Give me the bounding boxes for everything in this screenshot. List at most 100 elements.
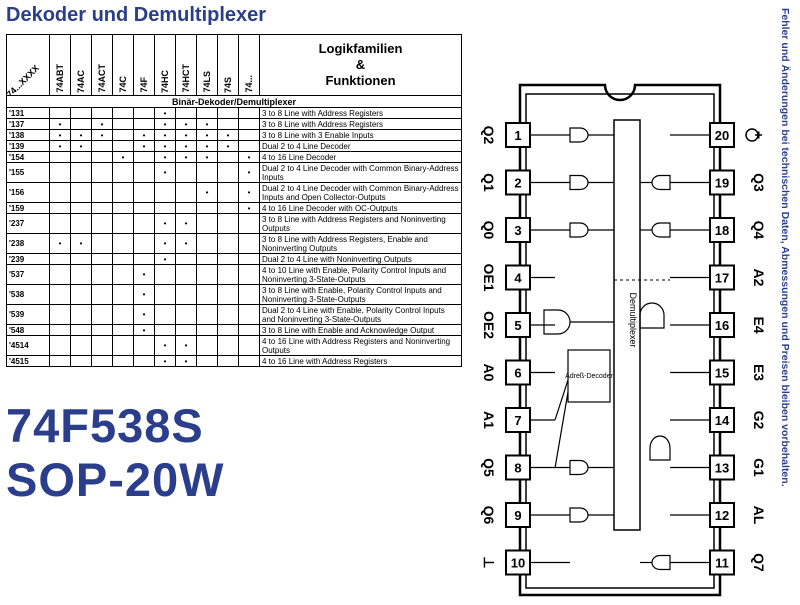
family-availability-cell <box>112 202 134 214</box>
family-availability-cell <box>70 118 92 130</box>
family-header: 74HCT <box>175 34 197 96</box>
demux-label: Demultiplexer <box>628 292 638 347</box>
family-availability-cell: • <box>175 355 197 367</box>
family-availability-cell <box>196 335 218 356</box>
family-availability-cell <box>217 284 239 305</box>
family-availability-cell <box>49 304 71 325</box>
family-availability-cell <box>112 324 134 336</box>
family-availability-cell <box>217 324 239 336</box>
table-body: Binär-Dekoder/Demultiplexer'131•3 to 8 L… <box>6 95 462 367</box>
family-availability-cell: • <box>154 335 176 356</box>
description-cell: 4 to 10 Line with Enable, Polarity Contr… <box>259 264 462 285</box>
family-header: 74HC <box>154 34 176 96</box>
pin-label-right: E3 <box>751 364 767 381</box>
family-availability-cell <box>112 182 134 203</box>
family-availability-cell: • <box>238 151 260 163</box>
section-row: Binär-Dekoder/Demultiplexer <box>6 95 462 108</box>
family-header: 74LS <box>196 34 218 96</box>
pin-number-left: 7 <box>514 413 521 428</box>
family-availability-cell <box>217 213 239 234</box>
family-availability-cell <box>112 335 134 356</box>
family-availability-cell <box>133 162 155 183</box>
family-availability-cell: • <box>133 129 155 141</box>
family-availability-cell <box>133 151 155 163</box>
addr-wire-a1 <box>554 391 569 469</box>
table-row: '138••••••••3 to 8 Line with 3 Enable In… <box>6 129 462 141</box>
family-header: 74ABT <box>49 34 71 96</box>
family-availability-cell <box>175 253 197 265</box>
family-availability-cell <box>217 233 239 254</box>
pin-box-left <box>505 502 531 528</box>
family-availability-cell <box>49 162 71 183</box>
family-availability-cell <box>217 118 239 130</box>
family-availability-cell: • <box>175 233 197 254</box>
description-cell: 3 to 8 Line with Enable and Acknowledge … <box>259 324 462 336</box>
family-availability-cell: • <box>154 118 176 130</box>
pin-label-right: Q4 <box>751 221 767 240</box>
family-availability-cell <box>70 324 92 336</box>
family-availability-cell <box>196 202 218 214</box>
family-availability-cell: • <box>196 151 218 163</box>
logic-functions-header: Logikfamilien&Funktionen <box>259 34 462 96</box>
pin-label-right: G2 <box>751 411 767 430</box>
nand-gate-right <box>651 554 671 571</box>
family-availability-cell <box>238 324 260 336</box>
family-availability-cell <box>112 213 134 234</box>
family-availability-cell: • <box>133 264 155 285</box>
pin-label-right: AL <box>751 506 767 525</box>
description-cell: 4 to 16 Line Decoder <box>259 151 462 163</box>
and-gate-oe <box>543 309 571 335</box>
family-availability-cell <box>217 355 239 367</box>
table-row: '154•••••4 to 16 Line Decoder <box>6 151 462 163</box>
family-availability-cell <box>175 182 197 203</box>
chip-outline <box>518 83 722 597</box>
pin-number-left: 5 <box>514 318 521 333</box>
pin-label-left: Q6 <box>481 506 497 525</box>
addr-wire-a0 <box>554 379 569 421</box>
family-availability-cell <box>175 284 197 305</box>
family-availability-cell <box>70 335 92 356</box>
part-cell: '4514 <box>6 335 50 356</box>
family-availability-cell <box>196 162 218 183</box>
family-availability-cell <box>133 202 155 214</box>
family-availability-cell <box>49 335 71 356</box>
pin-label-left: A0 <box>481 364 497 382</box>
pin-number-right: 19 <box>715 176 729 191</box>
family-availability-cell <box>91 355 113 367</box>
family-availability-cell <box>49 202 71 214</box>
family-availability-cell: • <box>70 233 92 254</box>
family-availability-cell <box>70 162 92 183</box>
description-cell: Dual 2 to 4 Line Decoder <box>259 140 462 152</box>
family-availability-cell <box>217 151 239 163</box>
family-availability-cell <box>70 202 92 214</box>
family-availability-cell <box>196 264 218 285</box>
family-availability-cell <box>112 264 134 285</box>
family-availability-cell <box>154 182 176 203</box>
family-header-label: 74HCT <box>181 64 191 93</box>
family-header-label: 74AC <box>76 69 86 93</box>
description-cell: Dual 2 to 4 Line Decoder with Common Bin… <box>259 182 462 203</box>
description-cell: 3 to 8 Line with 3 Enable Inputs <box>259 129 462 141</box>
family-availability-cell <box>70 304 92 325</box>
family-availability-cell <box>217 182 239 203</box>
pin-box-right <box>709 549 735 576</box>
family-availability-cell <box>49 355 71 367</box>
family-availability-cell: • <box>154 151 176 163</box>
part-cell: '154 <box>6 151 50 163</box>
family-availability-cell: • <box>133 324 155 336</box>
table-row: '538•3 to 8 Line with Enable, Polarity C… <box>6 284 462 305</box>
family-availability-cell: • <box>238 182 260 203</box>
pin-label-left: Q5 <box>481 458 497 477</box>
family-availability-cell: • <box>70 129 92 141</box>
family-availability-cell <box>196 253 218 265</box>
pin-number-right: 13 <box>715 461 729 476</box>
family-availability-cell <box>49 253 71 265</box>
family-availability-cell <box>91 182 113 203</box>
description-cell: 3 to 8 Line with Address Registers and N… <box>259 213 462 234</box>
family-availability-cell <box>91 253 113 265</box>
pin-box-right <box>709 264 735 291</box>
family-availability-cell <box>238 107 260 119</box>
